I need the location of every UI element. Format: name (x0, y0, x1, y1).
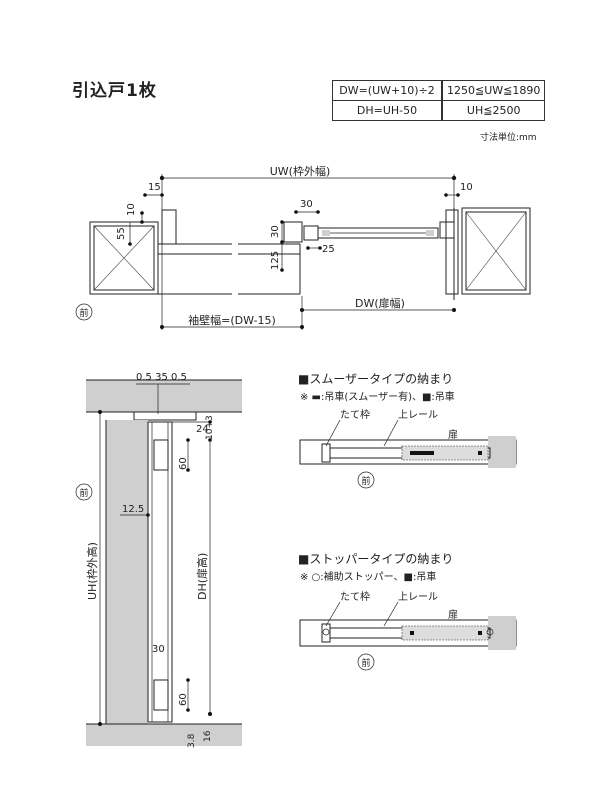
stopper-frame-label: たて枠 (340, 590, 370, 603)
uh-max: UH≦2500 (441, 100, 546, 121)
dim-3-8: 3.8 (187, 733, 197, 748)
unit-note: 寸法単位:mm (480, 133, 537, 143)
smoother-front-mark: 前 (361, 475, 370, 487)
uh-label: UH(枠外高) (85, 542, 99, 600)
stopper-detail: ■ストッパータイプの納まり ※ ○:補助ストッパー、■:吊車 たて枠 上レール … (298, 552, 517, 671)
uw-label: UW(枠外幅) (270, 164, 331, 178)
stopper-note: ※ ○:補助ストッパー、■:吊車 (300, 570, 436, 583)
stopper-rail-label: 上レール (398, 591, 438, 603)
formula-table-right: 1250≦UW≦1890 UH≦2500 (441, 80, 546, 121)
smoother-heading: ■スムーザータイプの納まり (298, 372, 453, 386)
sode-label: 袖壁幅=(DW-15) (188, 313, 276, 327)
dim-12-5: 12.5 (122, 504, 144, 515)
section-front-mark: 前 (79, 487, 88, 499)
plan-front-mark: 前 (79, 307, 88, 319)
dim-30: 30 (152, 644, 165, 655)
dw-label: DW(扉幅) (355, 297, 405, 310)
page-title: 引込戸1枚 (72, 81, 157, 101)
stopper-door-label: 扉 (448, 608, 458, 621)
smoother-note: ※ ▬:吊車(スムーザー有)、■:吊車 (300, 390, 455, 403)
dim-60-bottom: 60 (178, 693, 189, 706)
formula-table-left: DW=(UW+10)÷2 DH=UH-50 (332, 80, 442, 121)
plan-view: UW(枠外幅) 1 (75, 164, 531, 330)
smoother-frame-label: たて枠 (340, 408, 370, 421)
smoother-door-label: 扉 (448, 428, 458, 441)
dim-55: 55 (116, 227, 127, 240)
dim-30-side: 30 (270, 225, 281, 238)
dim-10-right: 10 (460, 182, 473, 193)
smoother-detail: ■スムーザータイプの納まり ※ ▬:吊車(スムーザー有)、■:吊車 たて枠 上レ… (298, 372, 517, 489)
dim-top-row: 0.5 35 0.5 (136, 372, 187, 383)
dim-25: 25 (322, 244, 335, 255)
dim-10-left: 10 (126, 203, 137, 216)
uw-range: 1250≦UW≦1890 (441, 80, 546, 101)
dim-10p3: 10+3 (205, 415, 215, 440)
stopper-front-mark: 前 (361, 657, 370, 669)
stopper-heading: ■ストッパータイプの納まり (298, 552, 453, 566)
dim-30-top: 30 (300, 199, 313, 210)
section-view: 0.5 35 0.5 24 10+3 60 12.5 30 60 3.8 16 … (75, 372, 242, 748)
dim-16: 16 (203, 730, 213, 742)
dim-125: 125 (270, 251, 281, 270)
dim-60-top: 60 (178, 457, 189, 470)
dw-formula: DW=(UW+10)÷2 (332, 80, 442, 101)
dim-15: 15 (148, 182, 161, 193)
smoother-rail-label: 上レール (398, 409, 438, 421)
dim-24: 24 (196, 424, 209, 435)
dh-label: DH(扉高) (195, 553, 209, 600)
dh-formula: DH=UH-50 (332, 100, 442, 121)
